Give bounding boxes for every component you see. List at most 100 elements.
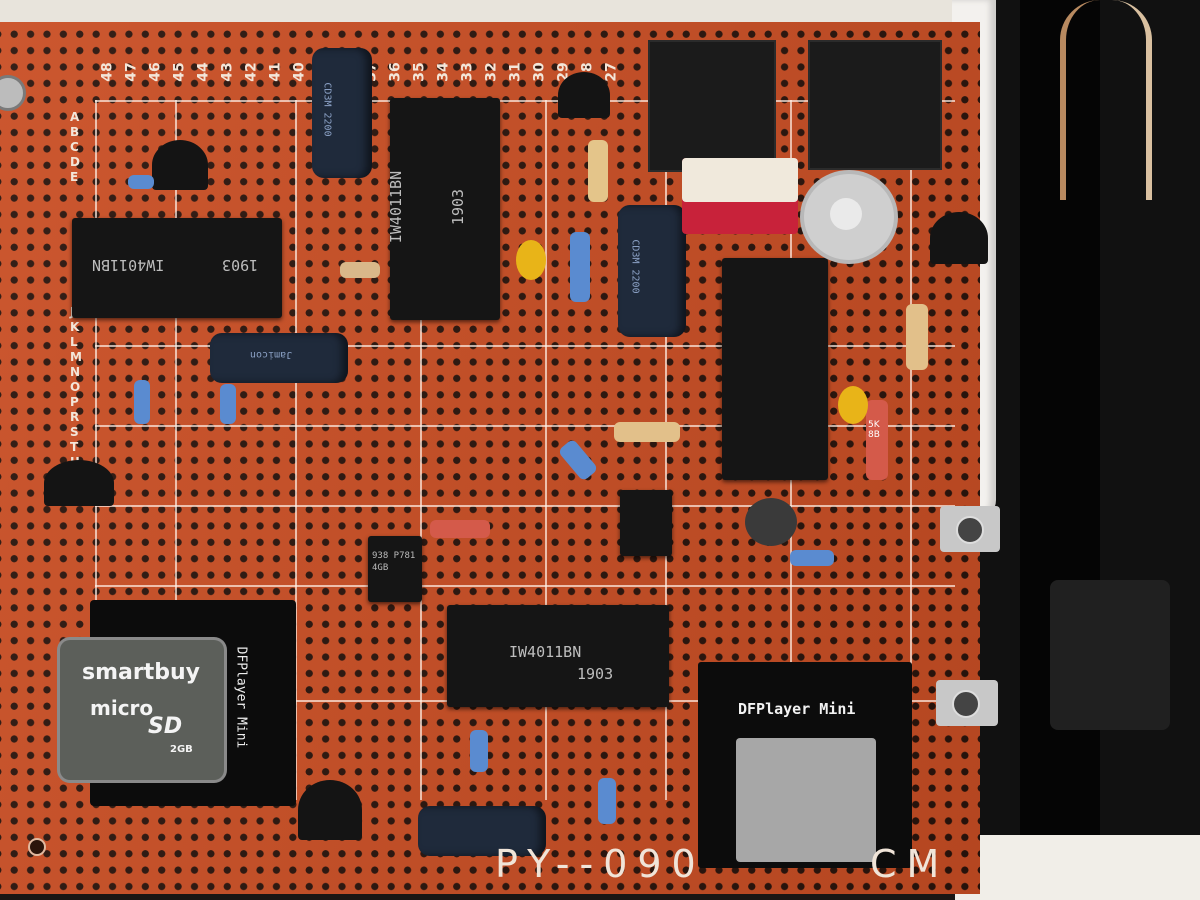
resistor bbox=[430, 520, 490, 538]
dfplayer-module-right: DFPlayer Mini bbox=[698, 662, 912, 868]
resistor bbox=[614, 422, 680, 442]
transistor bbox=[558, 72, 610, 118]
col-number: 33 bbox=[459, 62, 476, 82]
grid-line bbox=[910, 100, 912, 800]
transistor bbox=[152, 140, 208, 190]
row-letter: T bbox=[70, 440, 79, 454]
capacitor-label: CD3M 2200 bbox=[321, 82, 333, 137]
row-letter: D bbox=[70, 155, 80, 169]
resistor bbox=[570, 232, 590, 302]
grid-line bbox=[95, 585, 955, 587]
sd-brand: smartbuy bbox=[82, 660, 200, 685]
chip-label: IW4011BN bbox=[387, 170, 406, 244]
sd-type: micro bbox=[90, 696, 154, 720]
grid-line bbox=[95, 425, 955, 427]
row-letter: K bbox=[70, 320, 80, 334]
ic-chip-right bbox=[722, 258, 828, 480]
capacitor-label: CD3M 2200 bbox=[629, 239, 641, 294]
slide-switch bbox=[682, 158, 798, 234]
grid-line bbox=[665, 100, 667, 800]
electrolytic-capacitor: CD3M 2200 bbox=[618, 205, 686, 337]
ic-chip-center: IW4011BN 1903 bbox=[387, 98, 500, 320]
sd-size: 2GB bbox=[170, 744, 193, 755]
col-number: 47 bbox=[123, 62, 140, 82]
row-letter: B bbox=[70, 125, 80, 139]
row-letter: S bbox=[70, 425, 79, 439]
screw-head bbox=[952, 690, 980, 718]
small-ic: 938 P781 4GB bbox=[368, 536, 422, 602]
micro-sd-card: smartbuy micro SD 2GB bbox=[60, 640, 224, 780]
case-right-dark bbox=[980, 0, 1200, 900]
resistor: 5K 8B bbox=[866, 400, 888, 480]
sd-logo: SD bbox=[148, 714, 183, 739]
resistor bbox=[220, 384, 236, 424]
capacitor-label: Jamicon bbox=[250, 349, 293, 360]
row-letter: M bbox=[70, 350, 82, 364]
col-number: 27 bbox=[603, 62, 620, 82]
audio-jack bbox=[648, 40, 776, 172]
col-number: 45 bbox=[171, 62, 188, 82]
col-number: 31 bbox=[507, 62, 524, 82]
module-label: DFPlayer Mini bbox=[738, 700, 856, 718]
electrolytic-capacitor bbox=[418, 806, 546, 856]
row-letter: L bbox=[70, 335, 78, 349]
chip-code: 1903 bbox=[449, 188, 468, 226]
small-ic-marking: 938 P781 4GB bbox=[372, 551, 416, 573]
electrolytic-capacitor: CD3M 2200 bbox=[312, 48, 372, 178]
chip-code: 1903 bbox=[577, 665, 614, 683]
row-letter: P bbox=[70, 395, 79, 409]
ceramic-capacitor bbox=[838, 386, 868, 424]
grid-line bbox=[95, 505, 955, 507]
rail-screw bbox=[940, 506, 1000, 552]
resistor bbox=[598, 778, 616, 824]
col-number: 44 bbox=[195, 62, 212, 82]
board-bottom-label: PY--090 bbox=[495, 842, 706, 886]
transistor-round bbox=[745, 498, 797, 546]
resistor bbox=[340, 262, 380, 278]
col-number: 32 bbox=[483, 62, 500, 82]
row-letter: C bbox=[70, 140, 79, 154]
board-bottom-label-tail: CM bbox=[870, 842, 950, 886]
rail-screw bbox=[936, 680, 998, 726]
col-number: 34 bbox=[435, 62, 452, 82]
col-number: 42 bbox=[243, 62, 260, 82]
small-ic bbox=[620, 490, 672, 556]
ic-chip-bottom: IW4011BN 1903 bbox=[447, 605, 669, 707]
wire-bundle bbox=[1060, 0, 1152, 200]
resistor bbox=[134, 380, 150, 424]
col-number: 35 bbox=[411, 62, 428, 82]
chip-code: 1903 bbox=[222, 256, 259, 274]
resistor bbox=[470, 730, 488, 772]
grid-line bbox=[175, 100, 177, 800]
resistor bbox=[906, 304, 928, 370]
row-letter: E bbox=[70, 170, 79, 184]
trimmer-pot bbox=[800, 170, 898, 264]
transistor bbox=[298, 780, 362, 840]
row-letter: A bbox=[70, 110, 80, 124]
grid-line bbox=[295, 100, 297, 800]
module-label: DFPlayer Mini bbox=[233, 646, 249, 749]
screw-head bbox=[956, 516, 984, 544]
switch-cap bbox=[682, 158, 798, 202]
grid-line bbox=[95, 100, 97, 800]
audio-jack bbox=[808, 40, 942, 170]
bottom-white-piece bbox=[955, 835, 1200, 900]
ic-chip-left: IW4011BN 1903 bbox=[72, 218, 282, 318]
grid-line bbox=[545, 100, 547, 800]
case-bracket bbox=[1050, 580, 1170, 730]
resistor bbox=[128, 175, 154, 189]
ceramic-capacitor bbox=[516, 240, 546, 280]
grid-line bbox=[95, 100, 955, 102]
sd-card-slot bbox=[736, 738, 876, 862]
transistor bbox=[930, 212, 988, 264]
col-number: 36 bbox=[387, 62, 404, 82]
row-letter: R bbox=[70, 410, 80, 424]
col-number: 30 bbox=[531, 62, 548, 82]
grid-line bbox=[420, 100, 422, 800]
resistor bbox=[588, 140, 608, 202]
row-letter: O bbox=[70, 380, 81, 394]
chip-label: IW4011BN bbox=[509, 643, 582, 661]
col-number: 43 bbox=[219, 62, 236, 82]
chip-label: IW4011BN bbox=[92, 256, 165, 274]
trimmer-knob bbox=[830, 198, 862, 230]
